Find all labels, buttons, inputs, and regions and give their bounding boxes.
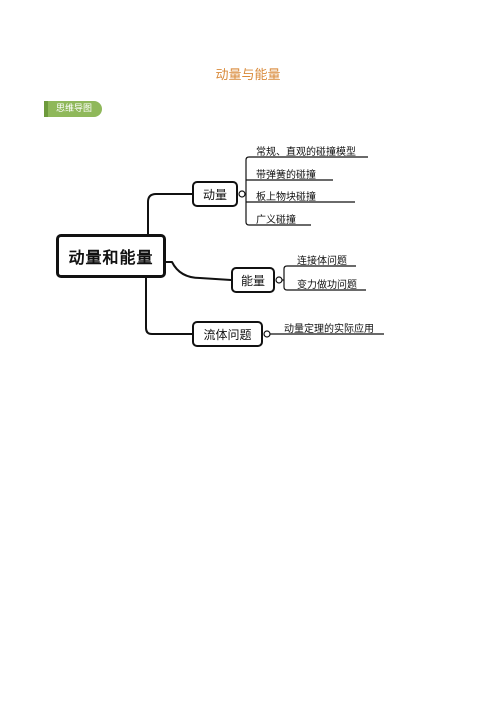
- section-tag-notch: [44, 101, 48, 117]
- expand-toggle-momentum: [238, 190, 246, 198]
- connector-root-fluid: [145, 277, 193, 335]
- leaf-fluid-1[interactable]: 动量定理的实际应用: [284, 324, 374, 335]
- leaf-energy-1[interactable]: 连接体问题: [297, 256, 347, 267]
- connector-root-momentum: [147, 193, 193, 235]
- bracket-momentum: [242, 156, 251, 226]
- expand-toggle-fluid: [263, 330, 271, 338]
- bracket-energy: [281, 265, 290, 291]
- mindmap-root-node[interactable]: 动量和能量: [56, 234, 166, 278]
- leaf-momentum-1[interactable]: 常规、直观的碰撞模型: [256, 147, 356, 158]
- branch-node-momentum[interactable]: 动量: [192, 181, 238, 207]
- leaf-energy-2[interactable]: 变力做功问题: [297, 280, 357, 291]
- leaf-momentum-2[interactable]: 带弹簧的碰撞: [256, 170, 316, 181]
- branch-node-energy[interactable]: 能量: [231, 267, 275, 293]
- branch-node-fluid[interactable]: 流体问题: [192, 321, 263, 347]
- leaf-momentum-3[interactable]: 板上物块碰撞: [256, 192, 316, 203]
- expand-toggle-energy: [275, 276, 283, 284]
- page-title: 动量与能量: [215, 68, 281, 83]
- section-tag: 思维导图: [48, 101, 103, 117]
- connector-root-energy: [165, 261, 232, 281]
- leaf-momentum-4[interactable]: 广义碰撞: [256, 215, 296, 226]
